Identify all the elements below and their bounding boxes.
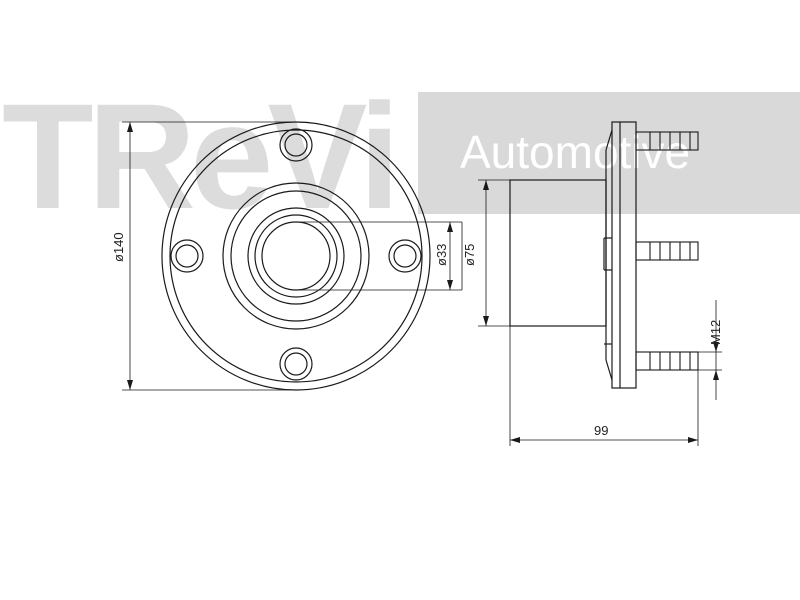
dim-pilot-side [478, 179, 510, 327]
watermark-subtitle: Automotive [460, 126, 690, 178]
hub-ring-1 [222, 182, 370, 330]
bolt-hole-left-inner [175, 244, 199, 268]
wheel-stud-middle [635, 241, 699, 261]
hub-ring-2 [230, 190, 362, 322]
flange-inner-circle [169, 129, 423, 383]
dim-bolt-thread [698, 300, 722, 400]
dim-pilot-diameter-label: ø75 [462, 244, 477, 266]
bolt-hole-top-inner [284, 133, 308, 157]
hub-ring-3 [247, 207, 345, 305]
bolt-hole-top [279, 128, 313, 162]
bolt-hole-right [388, 239, 422, 273]
dim-hub-diameter [122, 121, 296, 391]
watermark-banner [418, 92, 800, 214]
wheel-stud-bottom [635, 351, 699, 371]
dim-bore-diameter-label: ø33 [434, 244, 449, 266]
front-view [161, 121, 431, 391]
dim-overall-width [509, 326, 699, 446]
bolt-hole-bottom [279, 347, 313, 381]
bolt-hole-left [170, 239, 204, 273]
hub-ring-4 [254, 214, 338, 298]
bolt-hole-bottom-inner [284, 352, 308, 376]
wheel-stud-top [635, 131, 699, 151]
watermark-brand: TReVi [2, 72, 394, 240]
dim-bolt-thread-label: M12 [708, 320, 723, 345]
watermark: TReVi Automotive [2, 72, 800, 240]
side-view [509, 121, 637, 389]
dim-bore-pilot [296, 221, 463, 291]
dim-hub-diameter-label: ø140 [111, 232, 126, 262]
dim-overall-width-label: 99 [594, 423, 608, 438]
bolt-hole-right-inner [393, 244, 417, 268]
